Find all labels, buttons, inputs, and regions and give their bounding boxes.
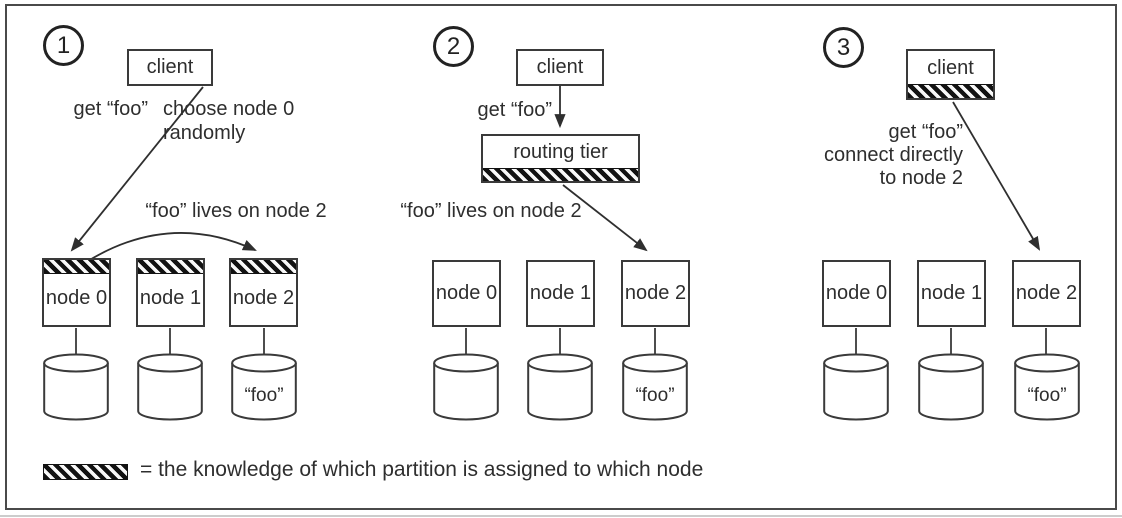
node-label: node 0: [45, 287, 108, 309]
step-number: 1: [56, 31, 71, 59]
database-cylinder-icon: [1014, 353, 1080, 421]
node-label: node 1: [920, 282, 983, 304]
forward-label-p1: “foo” lives on node 2: [145, 200, 327, 222]
step-number: 2: [446, 32, 461, 60]
partition-knowledge-hatch-icon: [138, 260, 203, 274]
node-box-p2-node0: node 0: [432, 260, 501, 327]
node-box-p1-node0: node 0: [42, 258, 111, 327]
request-label-p3: get “foo” connect directly to node 2: [824, 121, 963, 189]
db-cylinder-p1-node0: [43, 353, 109, 421]
node-box-p1-node1: node 1: [136, 258, 205, 327]
node-label: node 2: [232, 287, 295, 309]
node-label: node 0: [435, 282, 498, 304]
db-value: [43, 379, 109, 413]
partition-knowledge-hatch-icon: [483, 168, 638, 181]
db-cylinder-p2-node0: [433, 353, 499, 421]
node-box-p1-node2: node 2: [229, 258, 298, 327]
database-cylinder-icon: [918, 353, 984, 421]
legend-text: = the knowledge of which partition is as…: [140, 458, 704, 481]
node-label: node 2: [1015, 282, 1078, 304]
node-label: node 1: [529, 282, 592, 304]
db-cylinder-p3-node0: [823, 353, 889, 421]
request-label-p1: get “foo”: [73, 98, 148, 120]
note-label-p1: choose node 0 randomly: [163, 98, 295, 144]
node-label: node 2: [624, 282, 687, 304]
routing-tier-box: routing tier: [481, 134, 640, 183]
request-label-p2: get “foo”: [477, 99, 552, 121]
node-box-p3-node1: node 1: [917, 260, 986, 327]
db-value: [137, 379, 203, 413]
client-box-p2: client: [516, 49, 604, 86]
step-badge-1: 1: [43, 25, 84, 66]
node-label: node 0: [825, 282, 888, 304]
step-badge-3: 3: [823, 27, 864, 68]
db-value: “foo”: [1027, 385, 1067, 406]
db-cylinder-p3-node1: [918, 353, 984, 421]
db-cylinder-p2-node1: [527, 353, 593, 421]
node-box-p3-node2: node 2: [1012, 260, 1081, 327]
db-value: [918, 379, 984, 413]
db-value: [823, 379, 889, 413]
db-value: “foo”: [244, 385, 284, 406]
db-cylinder-p2-node2: “foo”: [622, 353, 688, 421]
db-cylinder-p1-node2: “foo”: [231, 353, 297, 421]
db-value: “foo”: [635, 385, 675, 406]
client-box-p3: client: [906, 49, 995, 100]
node-box-p2-node1: node 1: [526, 260, 595, 327]
page-edge-line: [0, 515, 1122, 517]
client-label: client: [536, 56, 584, 78]
database-cylinder-icon: [43, 353, 109, 421]
database-cylinder-icon: [433, 353, 499, 421]
node-label: node 1: [139, 287, 202, 309]
forward-label-p2: “foo” lives on node 2: [400, 200, 582, 222]
node-box-p2-node2: node 2: [621, 260, 690, 327]
database-cylinder-icon: [137, 353, 203, 421]
db-cylinder-p3-node2: “foo”: [1014, 353, 1080, 421]
database-cylinder-icon: [527, 353, 593, 421]
client-box-p1: client: [127, 49, 213, 86]
partition-knowledge-hatch-icon: [44, 260, 109, 274]
client-label: client: [927, 56, 974, 79]
node-box-p3-node0: node 0: [822, 260, 891, 327]
db-value: [527, 379, 593, 413]
db-value: [433, 379, 499, 413]
partition-knowledge-hatch-icon: [231, 260, 296, 274]
routing-tier-label: routing tier: [513, 141, 608, 163]
database-cylinder-icon: [823, 353, 889, 421]
legend-hatch-swatch-icon: [43, 464, 128, 480]
client-label: client: [146, 56, 194, 78]
database-cylinder-icon: [622, 353, 688, 421]
database-cylinder-icon: [231, 353, 297, 421]
partition-knowledge-hatch-icon: [908, 84, 993, 98]
db-cylinder-p1-node1: [137, 353, 203, 421]
step-number: 3: [836, 33, 851, 61]
step-badge-2: 2: [433, 26, 474, 67]
